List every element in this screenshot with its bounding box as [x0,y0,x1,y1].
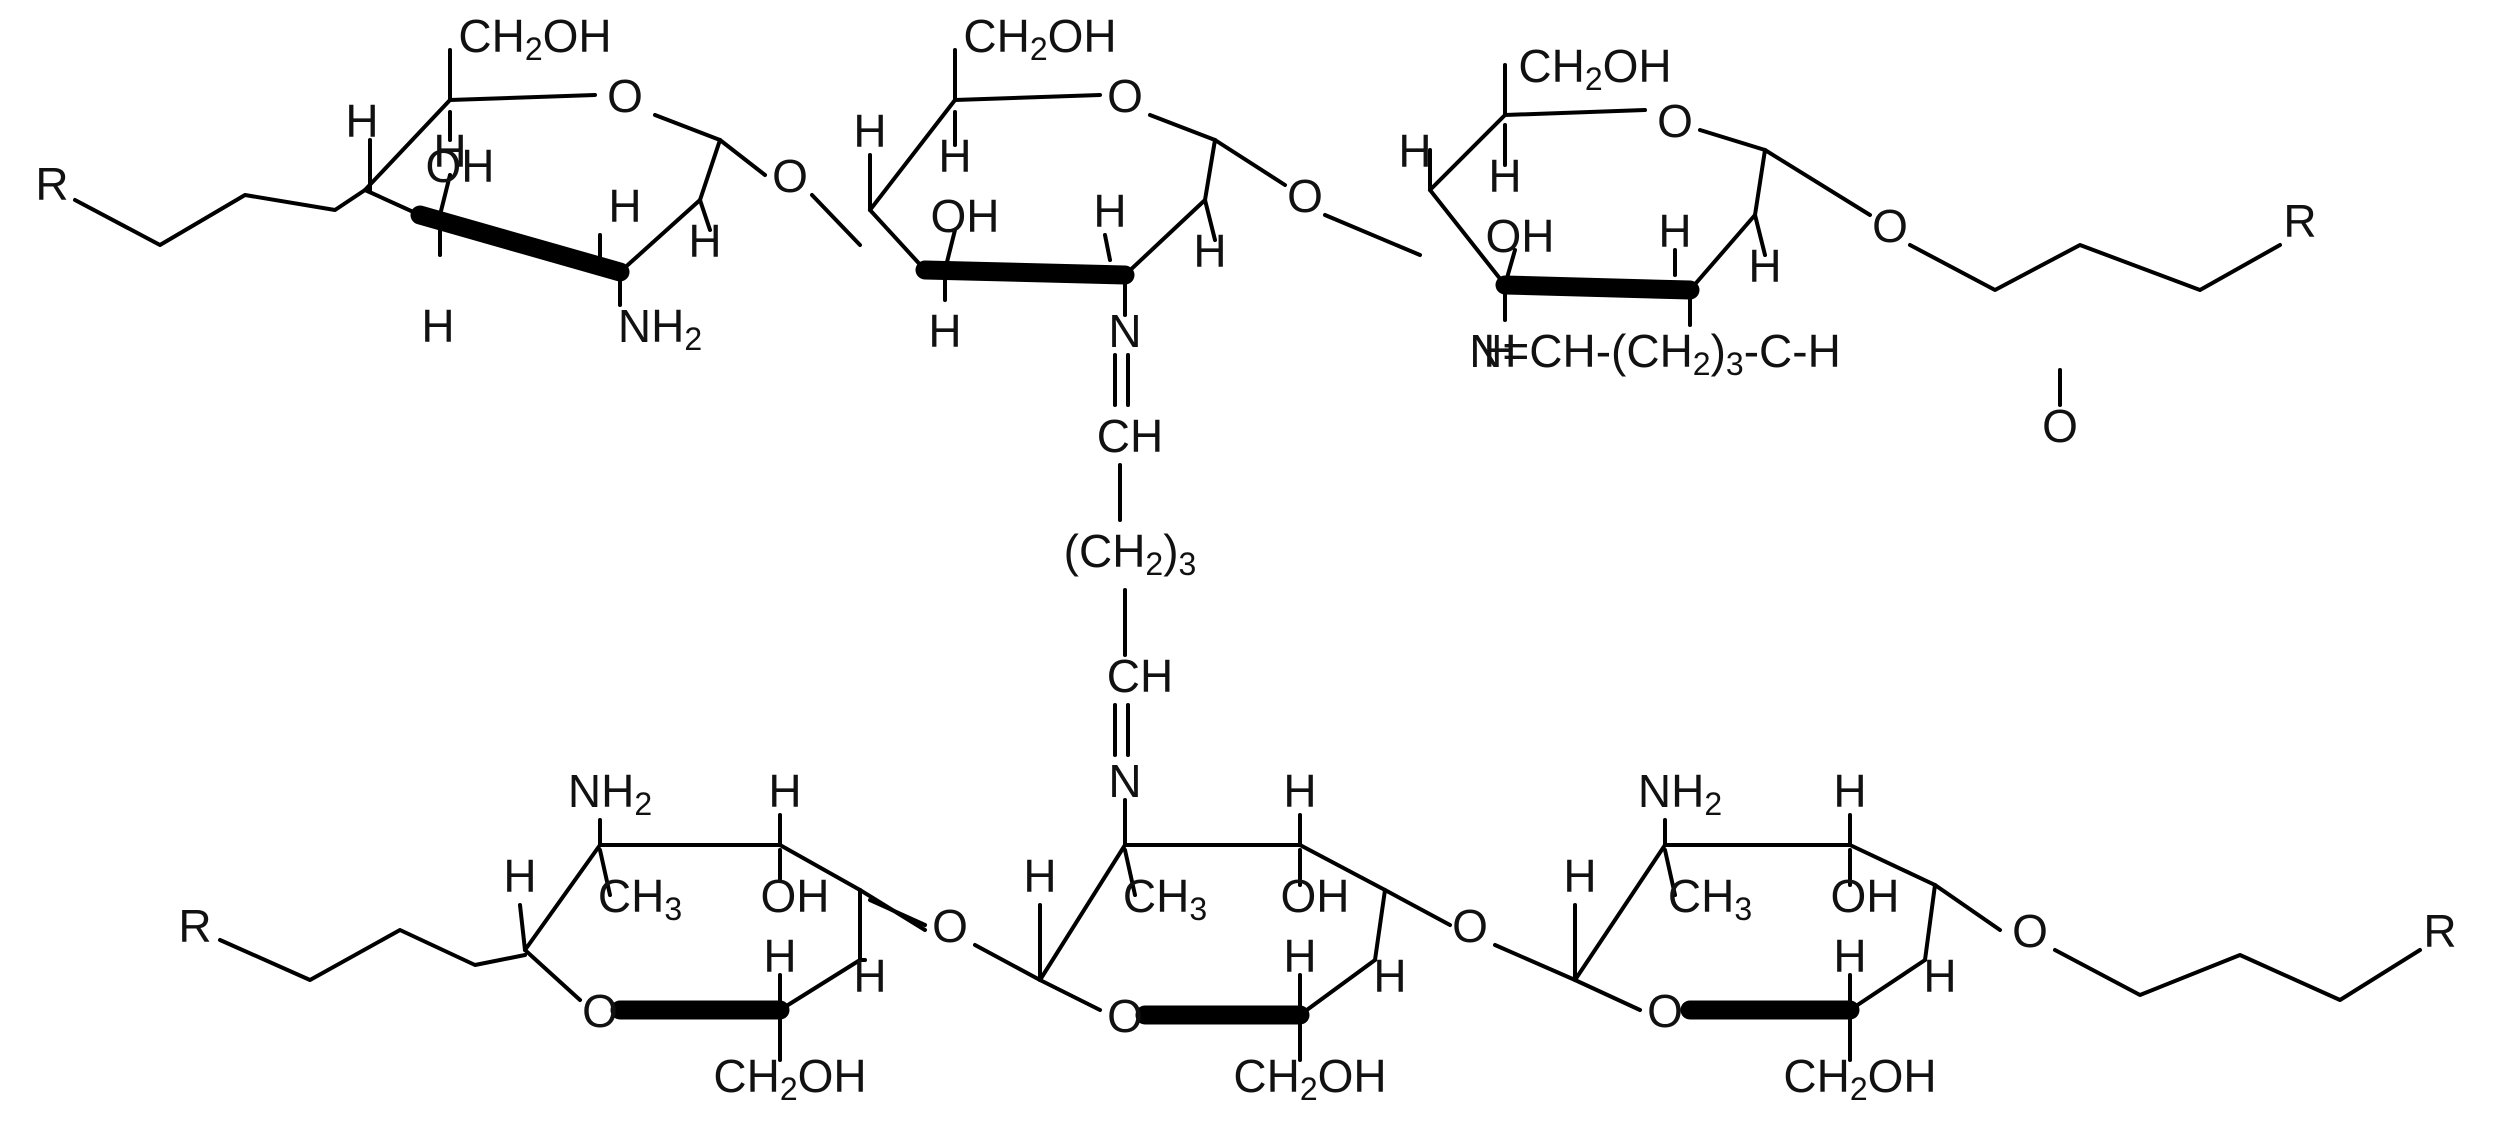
bottom-ring-2-h-c2: H [1283,930,1316,982]
bottom-ring-1-h-c2: H [763,930,796,982]
bottom-ring-1-nh2: NH2 [568,765,652,822]
top-ring-2-ch2oh: CH2OH [963,10,1116,67]
bottom-ring-1-oh: OH [761,870,830,922]
bottom-chain: R NH2 H H CH3 OH H H O CH2OH [178,765,2456,1107]
bottom-right-r-label: R [2423,905,2456,957]
bottom-glycosidic-bond-1b [973,943,1042,982]
bottom-glycosidic-bond-1a [868,898,927,927]
top-ring-2-h-c2: H [1093,185,1126,237]
top-glycosidic-o-1: O [772,150,808,202]
top-ring-2-h-c3: H [928,305,961,357]
bottom-ring-1-ch2oh: CH2OH [713,1050,866,1107]
bottom-ring-2-oh: OH [1281,870,1350,922]
bottom-ring-2-ch3: CH3 [1123,870,1207,927]
top-ring-2-h-c4: H [938,130,971,182]
bottom-ring-2-ring-o: O [1107,990,1143,1042]
bottom-ring-3-oh: OH [1831,870,1900,922]
top-ring-2 [868,48,1287,317]
bottom-ring-3-nh2: NH2 [1638,765,1722,822]
bottom-glycosidic-o-1: O [932,900,968,952]
top-ring-1-h-c4: H [433,125,466,177]
top-ring-3 [1428,63,1872,327]
bottom-ring-3-h-c2: H [1833,930,1866,982]
top-imine-tail: N=CH-(CH2)3-C-H [1469,325,1841,382]
top-ring-2-h-c5: H [853,105,886,157]
bottom-ring-3-h-c1: H [1923,950,1956,1002]
top-ring-2-n: N [1108,305,1141,357]
bottom-ring-2-h-top: H [1283,765,1316,817]
top-ring-2-h-c1: H [1193,225,1226,277]
top-right-alkyl-chain [1908,243,2282,292]
top-aldehyde-o: O [2042,400,2078,452]
top-left-r-label: R [35,158,68,210]
top-ring-1-h-c3: H [421,300,454,352]
bottom-ring-3-h-c5: H [1563,850,1596,902]
top-ring-3-h-c1: H [1748,240,1781,292]
bottom-ring-2 [1038,798,1452,1062]
top-ring-3-h-c4: H [1488,150,1521,202]
top-ring-3-h-c2: H [1658,205,1691,257]
top-ring-1-oh-visible: OH [426,140,495,192]
bottom-ring-2-ch2oh: CH2OH [1233,1050,1386,1107]
bottom-ring-1-ch3: CH3 [598,870,682,927]
top-ring-1-h-c1: H [688,215,721,267]
top-ring-3-h-c5: H [1398,125,1431,177]
bottom-ring-2-h-c1: H [1373,950,1406,1002]
bottom-ring-3-ch3: CH3 [1668,870,1752,927]
top-chain: R CH2OH O H H OH H H H NH2 [35,10,2316,452]
top-ring-3-ch2oh: CH2OH [1518,40,1671,97]
crosslink-ch-upper: CH [1097,410,1163,462]
top-ring-3-ring-o: O [1657,95,1693,147]
top-right-ether-o: O [1872,200,1908,252]
top-ring-1-ring-o: O [607,70,643,122]
bottom-ring-3-ch2oh: CH2OH [1783,1050,1936,1107]
top-glycosidic-bond-1 [810,193,862,247]
top-ring-2-ring-o: O [1107,70,1143,122]
crosslink-ch-lower: CH [1107,650,1173,702]
top-glycosidic-o-2: O [1287,170,1323,222]
top-ring-1-ch2oh: CH2OH [458,10,611,67]
top-ring-1-h-c2: H [608,180,641,232]
top-ring-3-oh: OH [1486,210,1555,262]
bottom-left-r-label: R [178,900,211,952]
bottom-right-alkyl-chain [2053,948,2422,1002]
bottom-glycosidic-bond-2 [1493,943,1577,982]
top-ring-1-h-c5: H [345,95,378,147]
top-ring-1 [363,48,767,307]
top-ring-2-oh: OH [931,190,1000,242]
bottom-ring-1-h-c1: H [853,950,886,1002]
crosslink-ch2-3: (CH2)3 [1064,525,1197,582]
top-ring-1-nh2: NH2 [618,300,702,357]
top-ring-3-h-c3: H [1483,325,1516,377]
bottom-right-ether-o: O [2012,905,2048,957]
bottom-ring-3 [1573,813,2002,1062]
top-glycosidic-bond-2 [1323,213,1422,257]
bottom-ring-3-ring-o: O [1647,985,1683,1037]
bottom-ring-2-h-c5: H [1023,850,1056,902]
bottom-ring-1 [518,813,927,1062]
bottom-glycosidic-o-2: O [1452,900,1488,952]
bottom-ring-1-h-top: H [768,765,801,817]
top-right-r-label: R [2283,195,2316,247]
bottom-ring-3-h-top: H [1833,765,1866,817]
top-left-alkyl-chain [73,188,367,247]
bottom-left-alkyl-chain [218,928,527,982]
bottom-ring-1-ring-o: O [582,985,618,1037]
bottom-ring-1-h-c5: H [503,850,536,902]
crosslink: CH (CH2)3 CH N [1064,353,1197,807]
